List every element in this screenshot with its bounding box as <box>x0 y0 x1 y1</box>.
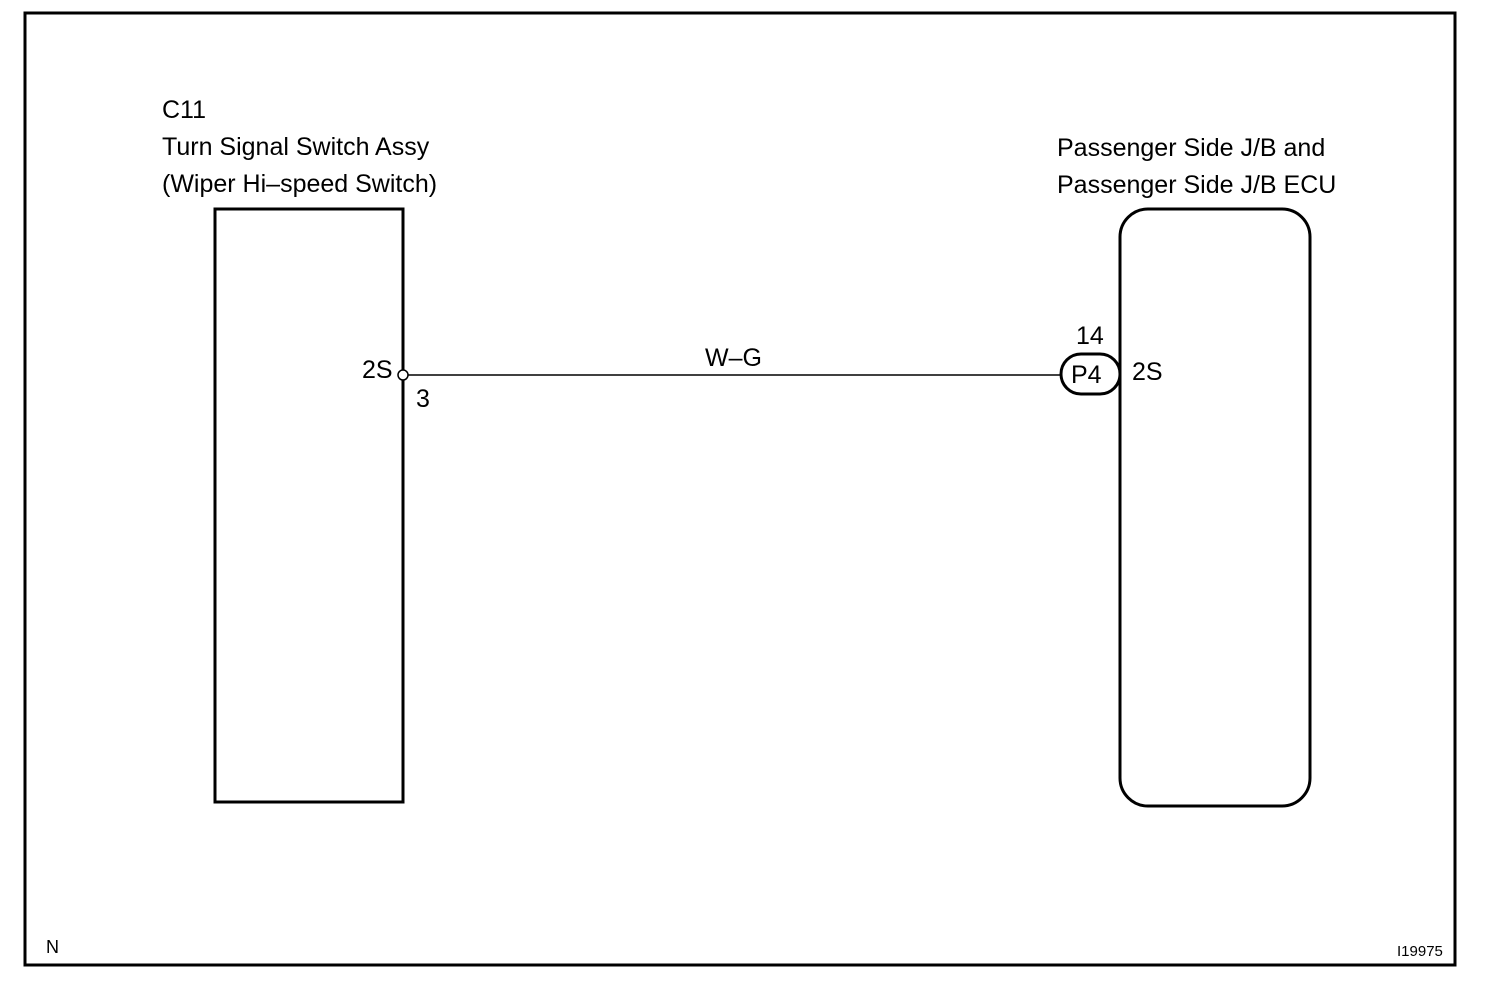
left-component-subname: (Wiper Hi–speed Switch) <box>162 170 437 198</box>
figure-id: I19975 <box>1397 943 1443 960</box>
diagram-frame <box>23 11 1457 967</box>
left-terminal-label: 2S <box>362 356 393 384</box>
right-connector-code: P4 <box>1071 361 1102 389</box>
right-component-name-line2: Passenger Side J/B ECU <box>1057 171 1336 199</box>
corner-code: N <box>46 937 59 957</box>
left-terminal-dot <box>397 369 409 381</box>
junction-block-ecu-box <box>1118 207 1312 808</box>
left-connector-code: C11 <box>162 96 206 124</box>
right-pin-number: 14 <box>1076 322 1104 350</box>
connector-p4-badge <box>1059 352 1122 396</box>
left-component-name: Turn Signal Switch Assy <box>162 133 430 161</box>
turn-signal-switch-box <box>213 207 405 804</box>
right-component-name-line1: Passenger Side J/B and <box>1057 134 1325 162</box>
left-pin-number: 3 <box>416 385 430 413</box>
right-terminal-label: 2S <box>1132 358 1163 386</box>
wire-color-code: W–G <box>705 344 762 372</box>
